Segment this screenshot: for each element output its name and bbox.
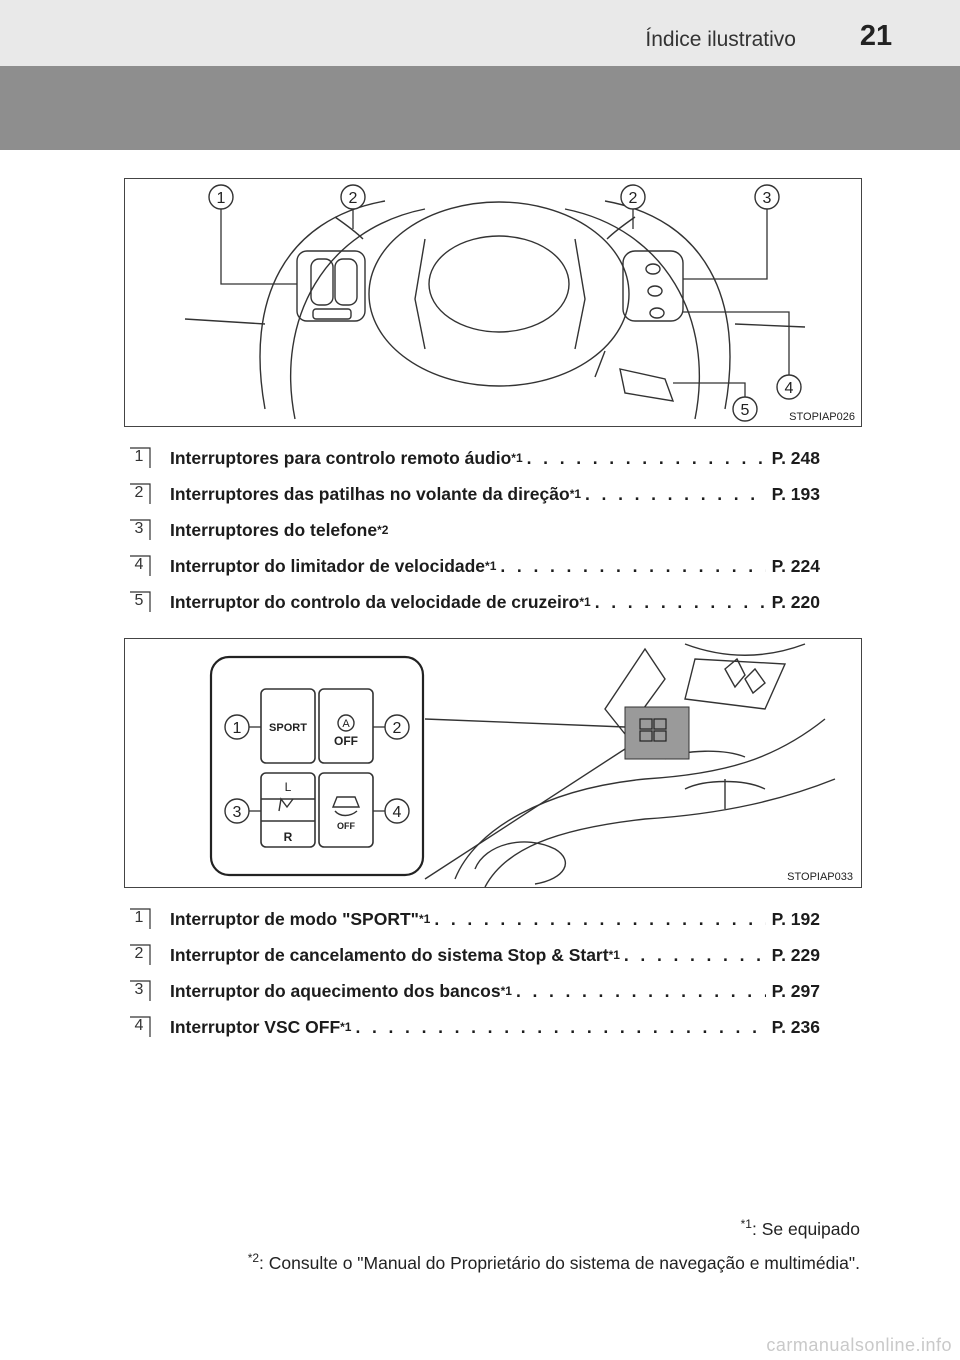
leader-dots (355, 1017, 765, 1038)
leader-dots (434, 909, 765, 930)
page-reference[interactable]: P. 224 (771, 556, 820, 576)
figure-code: STOPIAP026 (789, 411, 855, 423)
page-reference[interactable]: P. 236 (771, 1017, 820, 1037)
sport-button-label: SPORT (269, 722, 307, 734)
footnote-text: : Se equipado (751, 1218, 860, 1239)
item-number-marker: 3 (128, 518, 154, 544)
item-number-marker: 2 (128, 482, 154, 508)
item-number-marker: 1 (128, 446, 154, 472)
item-text: Interruptores para controlo remoto áudio (170, 448, 512, 468)
page-reference[interactable]: P. 193 (771, 484, 820, 504)
page-number: 21 (859, 20, 893, 52)
footnote-2: *2: Consulte o "Manual do Proprietário d… (248, 1251, 860, 1274)
item-number: 1 (134, 909, 144, 926)
console-switch-list: 1 Interruptor de modo "SPORT"*1 P. 192 2… (128, 905, 828, 1049)
list-item: 1 Interruptores para controlo remoto áud… (128, 444, 828, 480)
footnote-text: : Consulte o "Manual do Proprietário do … (259, 1252, 860, 1273)
list-item: 2 Interruptores das patilhas no volante … (128, 480, 828, 516)
steering-switch-list: 1 Interruptores para controlo remoto áud… (128, 444, 828, 624)
item-number: 2 (134, 484, 144, 501)
figure-code: STOPIAP033 (787, 871, 853, 883)
item-number: 1 (134, 448, 144, 465)
callout-label: 5 (741, 402, 750, 419)
callout-label: 4 (785, 380, 794, 397)
callout-circle (224, 714, 250, 740)
callout-circle (384, 714, 410, 740)
header-band (0, 66, 960, 150)
list-item: 4 Interruptor VSC OFF*1 P. 236 (128, 1013, 828, 1049)
leader-dots (624, 945, 766, 966)
callout-circle (384, 798, 410, 824)
list-item: 2 Interruptor de cancelamento do sistema… (128, 941, 828, 977)
center-console-figure: 1 2 3 4 SPORT A OFF L R OFF STOPIAP033 (124, 638, 862, 888)
item-text: Interruptor do limitador de velocidade (170, 556, 486, 576)
callout-circle (732, 396, 758, 422)
page-reference[interactable]: P. 297 (771, 981, 820, 1001)
center-console-illustration: 1 2 3 4 SPORT A OFF L R OFF (209, 643, 836, 887)
steering-wheel-figure: 1 2 2 3 4 5 STOPIAP026 (124, 178, 862, 427)
callout-circle (620, 184, 646, 210)
item-number: 3 (134, 520, 144, 537)
leader-dots (585, 484, 766, 505)
callout-circle (776, 374, 802, 400)
footnote-1: *1: Se equipado (741, 1217, 860, 1240)
item-text: Interruptor de cancelamento do sistema S… (170, 945, 609, 965)
callout-label: 2 (629, 190, 638, 207)
footnote-mark: *1 (740, 1217, 752, 1231)
item-text: Interruptor de modo "SPORT" (170, 909, 419, 929)
list-item: 3 Interruptores do telefone*2 (128, 516, 828, 552)
list-item: 3 Interruptor do aquecimento dos bancos*… (128, 977, 828, 1013)
item-number-marker: 4 (128, 554, 154, 580)
stop-start-off-label: OFF (334, 734, 358, 748)
header-strip (0, 0, 960, 66)
footnote-mark: *2 (247, 1251, 260, 1265)
stop-start-icon-letter: A (342, 718, 350, 730)
callout-label: 1 (233, 720, 242, 737)
page-reference[interactable]: P. 248 (771, 448, 820, 468)
list-item: 5 Interruptor do controlo da velocidade … (128, 588, 828, 624)
callout-circle (208, 184, 234, 210)
item-number: 3 (134, 981, 144, 998)
page-reference[interactable]: P. 192 (771, 909, 820, 929)
list-item: 4 Interruptor do limitador de velocidade… (128, 552, 828, 588)
seat-heater-left-label: L (285, 780, 292, 794)
callout-label: 3 (763, 190, 772, 207)
item-text: Interruptor VSC OFF (170, 1017, 341, 1037)
page-reference[interactable]: P. 229 (771, 945, 820, 965)
item-number-marker: 4 (128, 1015, 154, 1041)
callout-circle (224, 798, 250, 824)
callout-circle (340, 184, 366, 210)
steering-wheel-illustration: 1 2 2 3 4 5 (184, 184, 806, 422)
callout-circle (754, 184, 780, 210)
leader-dots (500, 556, 765, 577)
item-number-marker: 3 (128, 979, 154, 1005)
page-reference[interactable]: P. 220 (771, 592, 820, 612)
callout-label: 3 (233, 804, 242, 821)
item-text: Interruptor do controlo da velocidade de… (170, 592, 580, 612)
leader-dots (527, 448, 766, 469)
item-number: 5 (134, 592, 144, 609)
item-number: 4 (134, 1017, 144, 1034)
section-title: Índice ilustrativo (645, 28, 796, 51)
callout-label: 1 (217, 190, 226, 207)
callout-label: 2 (393, 720, 402, 737)
callout-label: 4 (393, 804, 402, 821)
seat-heater-right-label: R (284, 830, 293, 844)
vsc-off-label: OFF (337, 821, 355, 831)
leader-dots (595, 592, 766, 613)
item-number: 2 (134, 945, 144, 962)
item-number-marker: 2 (128, 943, 154, 969)
callout-label: 2 (349, 190, 358, 207)
item-number-marker: 5 (128, 590, 154, 616)
item-number-marker: 1 (128, 907, 154, 933)
item-text: Interruptores das patilhas no volante da… (170, 484, 570, 504)
item-text: Interruptor do aquecimento dos bancos (170, 981, 501, 1001)
item-text: Interruptores do telefone (170, 520, 378, 540)
item-number: 4 (134, 556, 144, 573)
list-item: 1 Interruptor de modo "SPORT"*1 P. 192 (128, 905, 828, 941)
watermark: carmanualsonline.info (766, 1335, 952, 1355)
leader-dots (516, 981, 766, 1002)
